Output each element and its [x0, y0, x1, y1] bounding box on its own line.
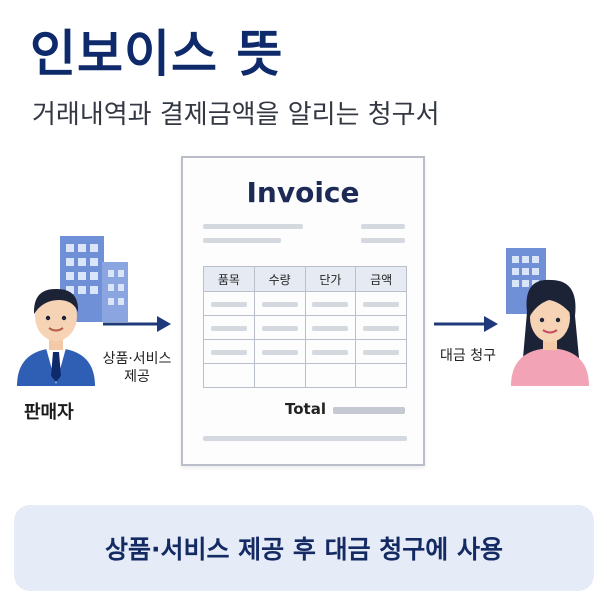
buyer-person-icon [511, 279, 589, 386]
table-row [203, 315, 407, 340]
invoice-title: Invoice [246, 176, 360, 209]
subtitle: 거래내역과 결제금액을 알리는 청구서 [32, 100, 440, 130]
col-header-amount: 금액 [355, 266, 407, 292]
arrow-right-icon [434, 316, 498, 332]
total-label: Total [285, 400, 326, 418]
col-header-quantity: 수량 [253, 266, 306, 292]
text-line [203, 224, 303, 229]
table-row [203, 339, 407, 364]
invoice-document: Invoice 품목 수량 단가 금액 Total [181, 156, 425, 466]
seller-arrow-label-line1: 상품·서비스 [102, 351, 172, 367]
banner-text: 상품·서비스 제공 후 대금 청구에 사용 [104, 535, 504, 564]
text-line [361, 238, 405, 243]
table-row [203, 363, 407, 388]
text-line [203, 238, 281, 243]
arrow-right-icon [103, 316, 171, 332]
summary-banner: 상품·서비스 제공 후 대금 청구에 사용 [14, 505, 594, 591]
total-value-line [333, 407, 405, 414]
buyer-arrow-label: 대금 청구 [440, 348, 496, 364]
text-line [203, 436, 407, 441]
page-title: 인보이스 뜻 [30, 25, 284, 83]
text-line [361, 224, 405, 229]
invoice-table: 품목 수량 단가 금액 [203, 266, 407, 388]
col-header-item: 품목 [203, 266, 255, 292]
seller-person-icon [17, 288, 95, 386]
col-header-unit-price: 단가 [304, 266, 357, 292]
seller-label: 판매자 [24, 402, 74, 423]
seller-arrow-label-line2: 제공 [124, 369, 150, 385]
seller-arrow-label: 상품·서비스 제공 [97, 350, 177, 386]
table-row [203, 291, 407, 316]
